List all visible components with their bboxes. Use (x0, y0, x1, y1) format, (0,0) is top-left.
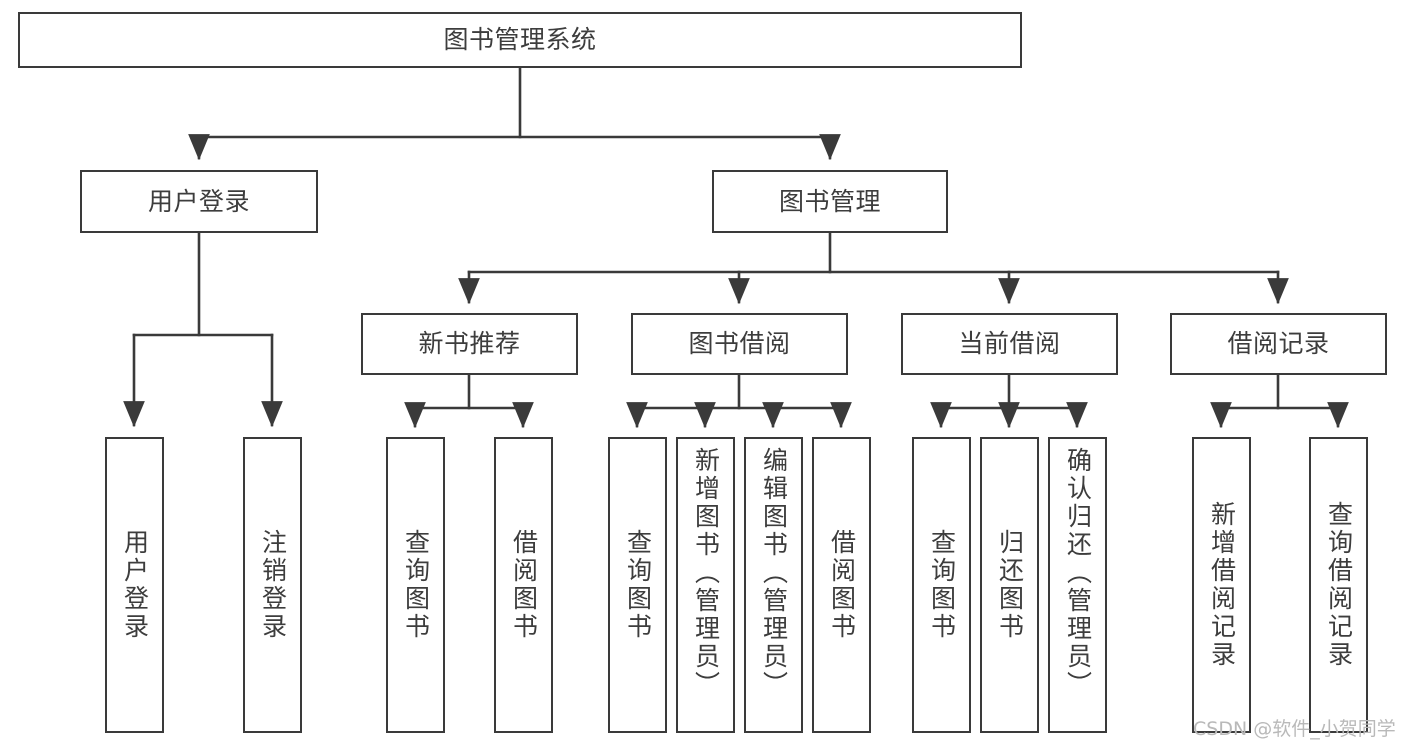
leaf-user-login-logout[interactable]: 注销登录 (243, 437, 302, 733)
leaf-user-login-logout-label: 注销登录 (258, 529, 288, 641)
node-borrow-record-label: 借阅记录 (1227, 329, 1330, 359)
leaf-current-confirm-return-admin-label: 确认归还（管理员） (1063, 447, 1093, 699)
csdn-watermark: CSDN @软件_小贺同学 (1193, 718, 1396, 740)
leaf-borrow-query-book[interactable]: 查询图书 (608, 437, 667, 733)
node-book-management-label: 图书管理 (778, 186, 881, 216)
leaf-borrow-query-book-label: 查询图书 (623, 529, 653, 641)
leaf-recommend-query-book[interactable]: 查询图书 (386, 437, 445, 733)
node-book-borrow[interactable]: 图书借阅 (631, 313, 848, 375)
leaf-borrow-edit-book-admin-label: 编辑图书（管理员） (759, 447, 789, 699)
node-current-borrow-label: 当前借阅 (958, 329, 1061, 359)
node-root-system-label: 图书管理系统 (443, 25, 597, 55)
leaf-current-confirm-return-admin[interactable]: 确认归还（管理员） (1048, 437, 1107, 733)
node-user-login-label: 用户登录 (147, 186, 250, 216)
leaf-record-query-record[interactable]: 查询借阅记录 (1309, 437, 1368, 733)
leaf-borrow-add-book-admin[interactable]: 新增图书（管理员） (676, 437, 735, 733)
node-user-login[interactable]: 用户登录 (80, 170, 318, 233)
node-book-borrow-label: 图书借阅 (688, 329, 791, 359)
node-borrow-record[interactable]: 借阅记录 (1170, 313, 1387, 375)
leaf-borrow-borrow-book-label: 借阅图书 (827, 529, 857, 641)
leaf-current-return-book-label: 归还图书 (995, 529, 1025, 641)
leaf-recommend-query-book-label: 查询图书 (401, 529, 431, 641)
node-new-book-recommend-label: 新书推荐 (418, 329, 521, 359)
leaf-borrow-add-book-admin-label: 新增图书（管理员） (691, 447, 721, 699)
leaf-recommend-borrow-book[interactable]: 借阅图书 (494, 437, 553, 733)
leaf-record-query-record-label: 查询借阅记录 (1324, 501, 1354, 669)
leaf-current-query-book[interactable]: 查询图书 (912, 437, 971, 733)
node-root-system[interactable]: 图书管理系统 (18, 12, 1022, 68)
leaf-record-add-record-label: 新增借阅记录 (1207, 501, 1237, 669)
leaf-user-login-login[interactable]: 用户登录 (105, 437, 164, 733)
leaf-current-return-book[interactable]: 归还图书 (980, 437, 1039, 733)
leaf-borrow-edit-book-admin[interactable]: 编辑图书（管理员） (744, 437, 803, 733)
leaf-recommend-borrow-book-label: 借阅图书 (509, 529, 539, 641)
leaf-record-add-record[interactable]: 新增借阅记录 (1192, 437, 1251, 733)
node-current-borrow[interactable]: 当前借阅 (901, 313, 1118, 375)
node-book-management[interactable]: 图书管理 (712, 170, 948, 233)
leaf-borrow-borrow-book[interactable]: 借阅图书 (812, 437, 871, 733)
leaf-user-login-login-label: 用户登录 (120, 529, 150, 641)
node-new-book-recommend[interactable]: 新书推荐 (361, 313, 578, 375)
leaf-current-query-book-label: 查询图书 (927, 529, 957, 641)
